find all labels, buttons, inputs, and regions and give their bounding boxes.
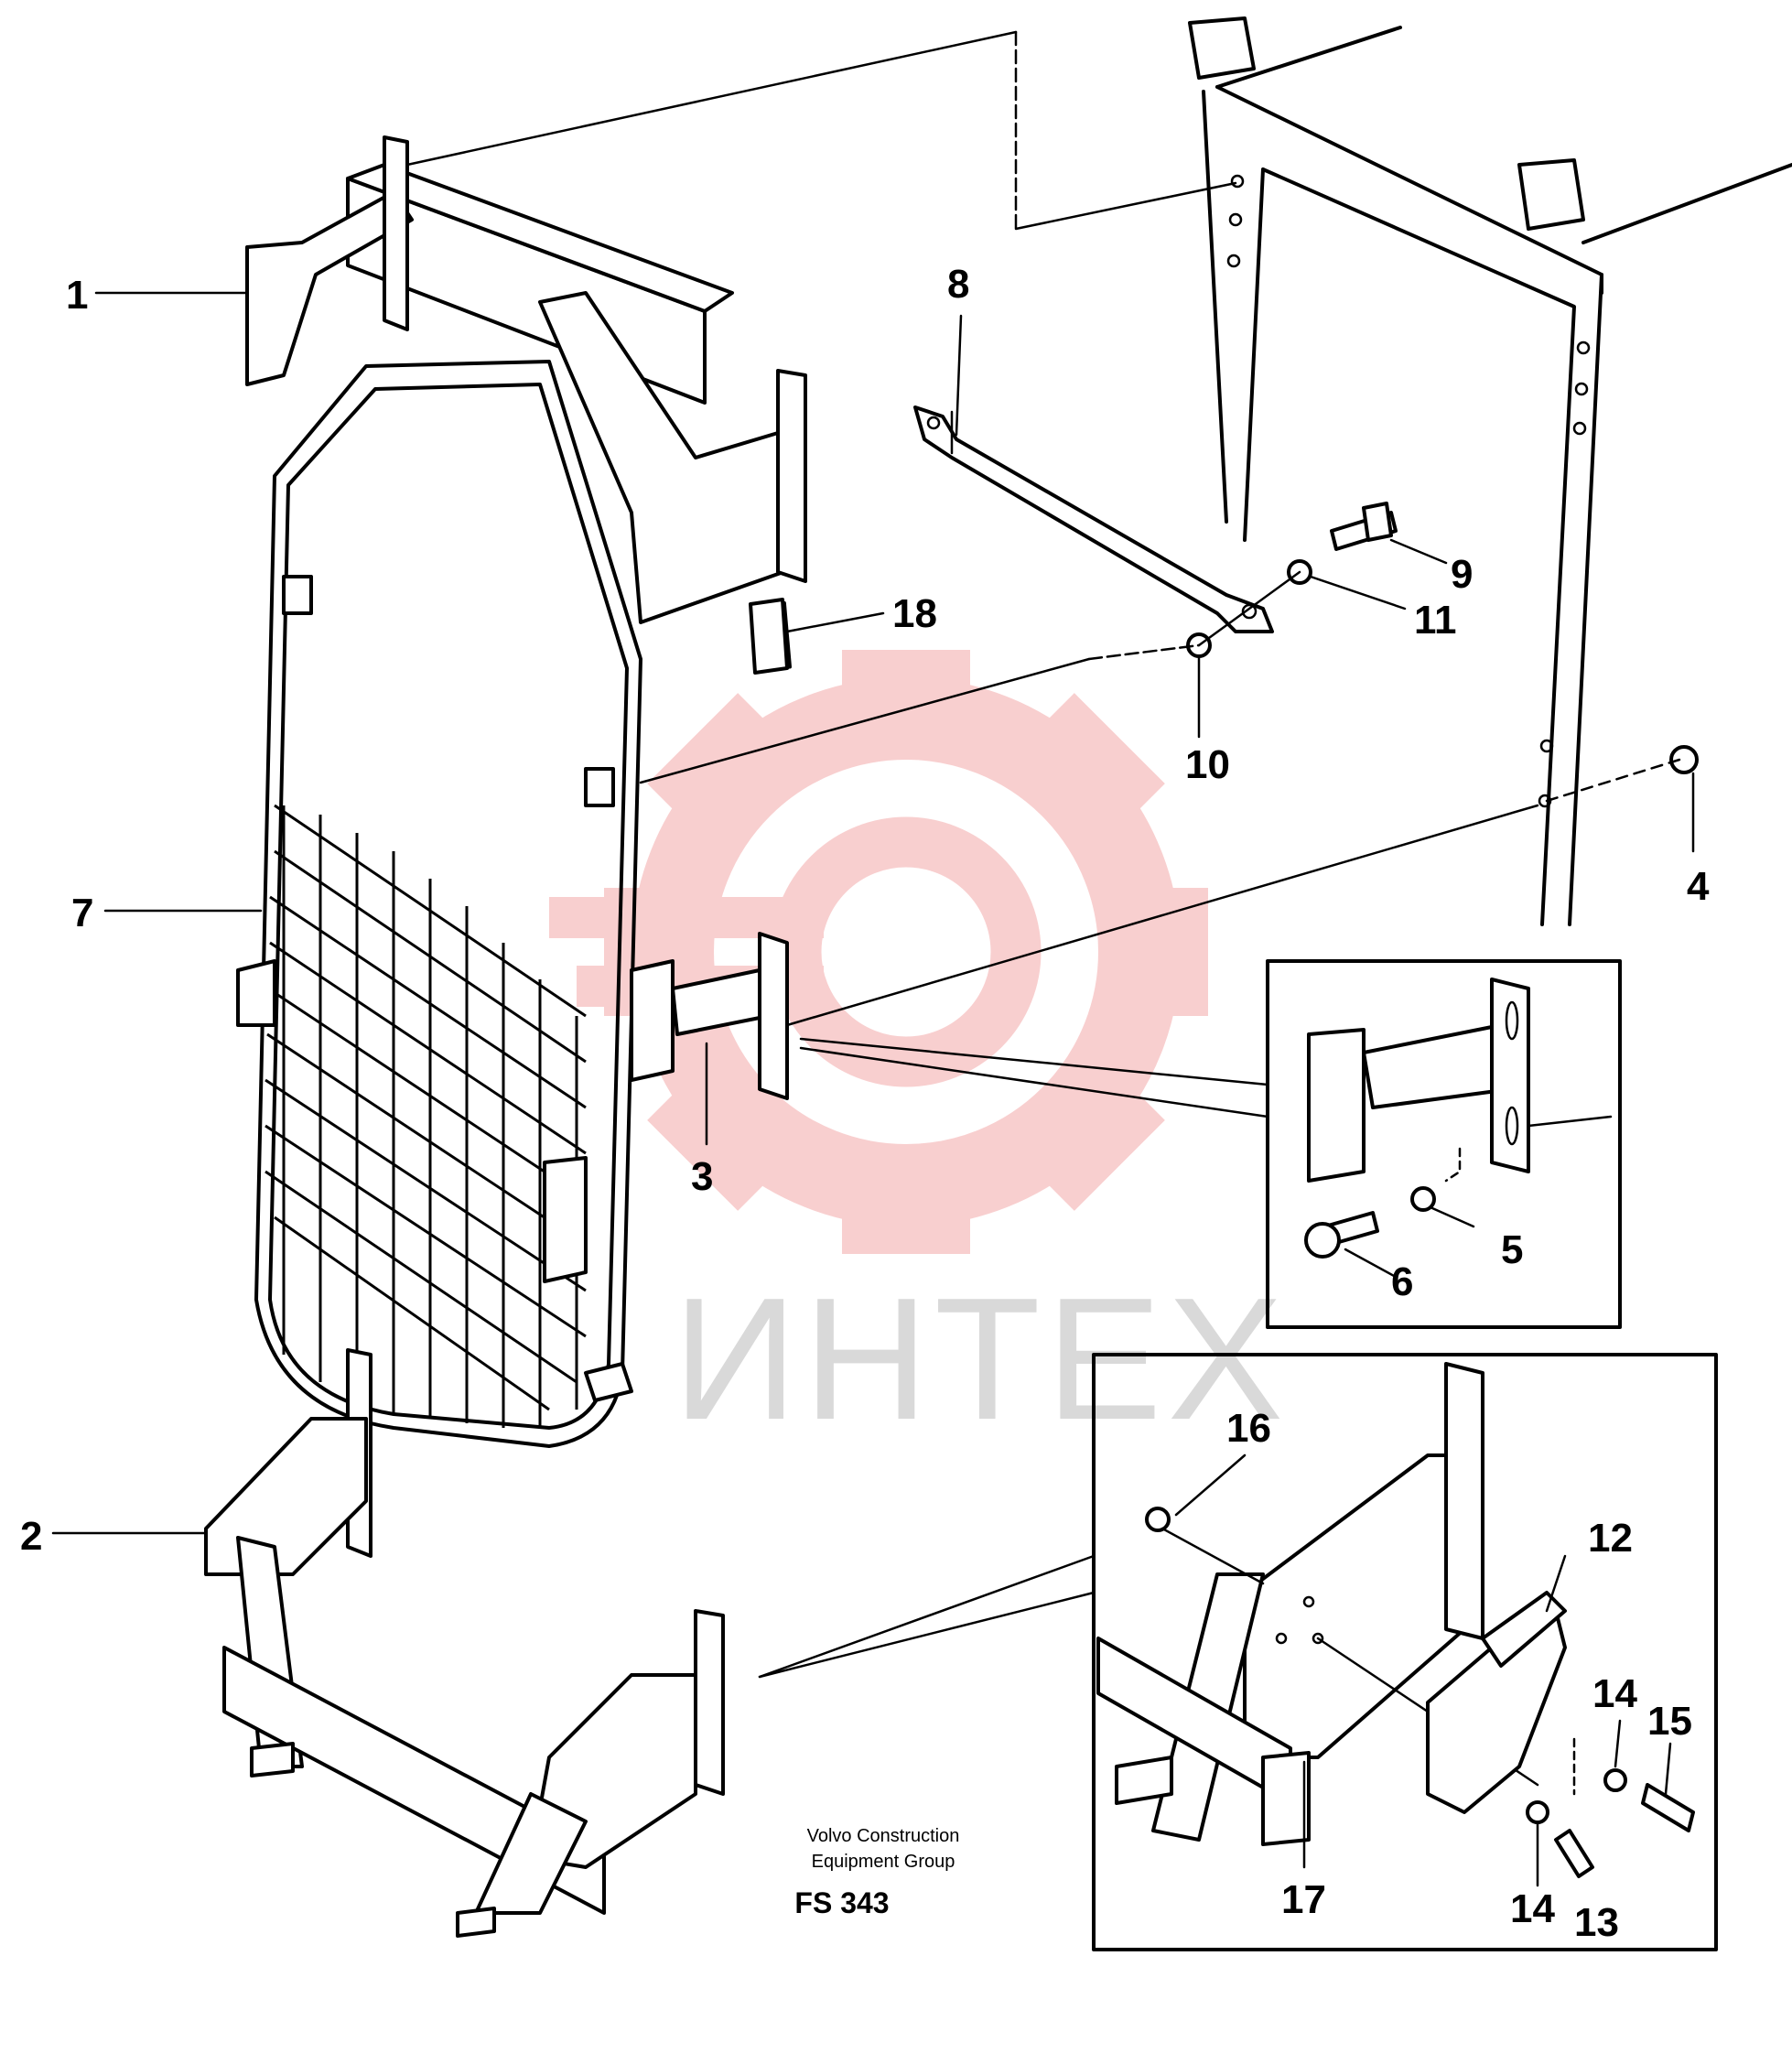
detail-inset-top [799,959,1622,1329]
assembly-lines [405,30,1681,1027]
callout-6: 6 [1391,1259,1413,1304]
callout-9: 9 [1451,552,1473,597]
callout-8: 8 [947,262,969,307]
callout-13: 13 [1574,1900,1619,1945]
callout-11: 11 [1414,598,1457,643]
top-bracket [245,135,807,672]
cab-frame [1188,16,1792,926]
figure-code: FS 343 [794,1886,889,1919]
caption-line-1: Volvo Construction [807,1826,960,1846]
watermark-text: ИНТЕХ [673,1262,1289,1456]
mid-bracket [630,932,789,1100]
radiator-grille [236,360,642,1448]
callout-1: 1 [66,273,88,318]
callout-16: 16 [1226,1406,1271,1451]
caption-line-2: Equipment Group [812,1852,955,1872]
callout-18: 18 [892,591,937,636]
lower-bracket [204,1348,725,1938]
callout-leaders [51,291,1695,1887]
callout-4: 4 [1687,864,1710,909]
stay-rod [913,405,1274,633]
callout-17: 17 [1281,1877,1326,1922]
bolt-9 [1330,502,1398,551]
callout-14-lower: 14 [1510,1886,1555,1931]
callout-15: 15 [1647,1699,1692,1744]
clip-18 [749,598,789,675]
nut-4 [1669,745,1699,774]
callout-10: 10 [1185,742,1230,787]
detail-inset-bottom [758,1353,1718,1951]
callout-2: 2 [20,1514,42,1559]
callout-7: 7 [71,891,93,935]
callout-3: 3 [691,1154,713,1199]
watermark-gear-icon [549,650,1208,1254]
callout-14-upper: 14 [1592,1671,1637,1716]
callout-12: 12 [1588,1516,1633,1561]
callout-5: 5 [1501,1227,1523,1272]
